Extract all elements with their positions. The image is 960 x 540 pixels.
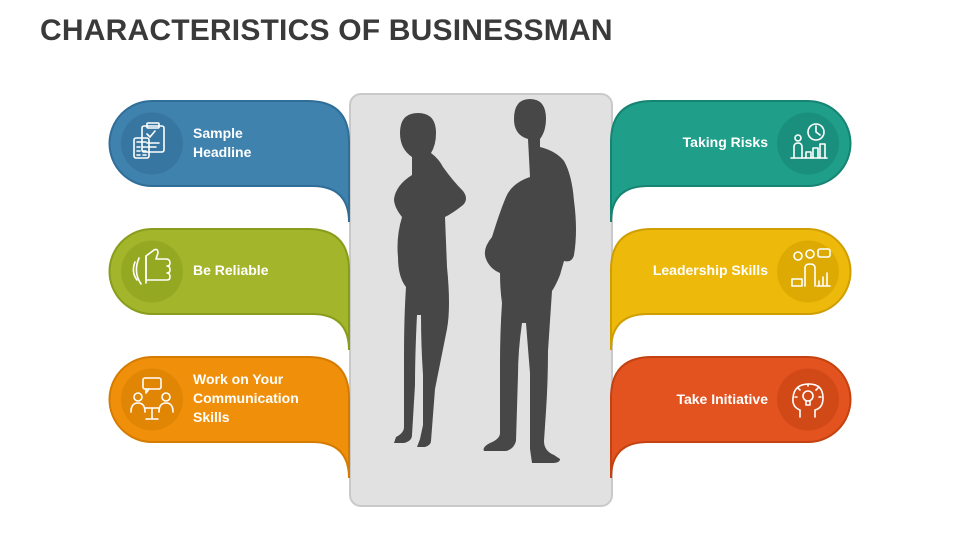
handshake-thumbs-up-icon xyxy=(132,248,171,285)
center-image-panel xyxy=(349,93,613,507)
label-line: Skills xyxy=(193,409,230,425)
head-lightbulb-icon xyxy=(792,383,824,418)
label-sample-headline: Sample Headline xyxy=(193,124,251,162)
businesswoman-silhouette xyxy=(394,113,466,447)
label-leadership-skills: Leadership Skills xyxy=(652,262,768,278)
calculator-clipboard-icon xyxy=(133,122,165,159)
label-be-reliable: Be Reliable xyxy=(193,262,269,278)
businessman-silhouette xyxy=(483,99,576,463)
label-line: Headline xyxy=(193,144,252,160)
label-take-initiative: Take Initiative xyxy=(676,391,768,407)
icon-circle xyxy=(777,112,839,175)
label-communication-skills: Work on Your Communication Skills xyxy=(193,370,299,427)
page-title: CHARACTERISTICS OF BUSINESSMAN xyxy=(40,14,613,47)
label-line: Work on Your xyxy=(193,371,284,387)
label-line: Communication xyxy=(193,390,299,406)
leader-team-icon xyxy=(791,248,831,287)
label-taking-risks: Taking Risks xyxy=(682,134,768,150)
icon-circle xyxy=(121,368,183,431)
risk-growth-icon xyxy=(790,123,828,159)
icon-circle xyxy=(777,240,839,303)
icon-circle xyxy=(121,240,183,303)
icon-circle xyxy=(777,368,839,431)
businesspeople-silhouette xyxy=(394,99,576,463)
label-line: Sample xyxy=(193,125,243,141)
meeting-conversation-icon xyxy=(130,377,174,420)
